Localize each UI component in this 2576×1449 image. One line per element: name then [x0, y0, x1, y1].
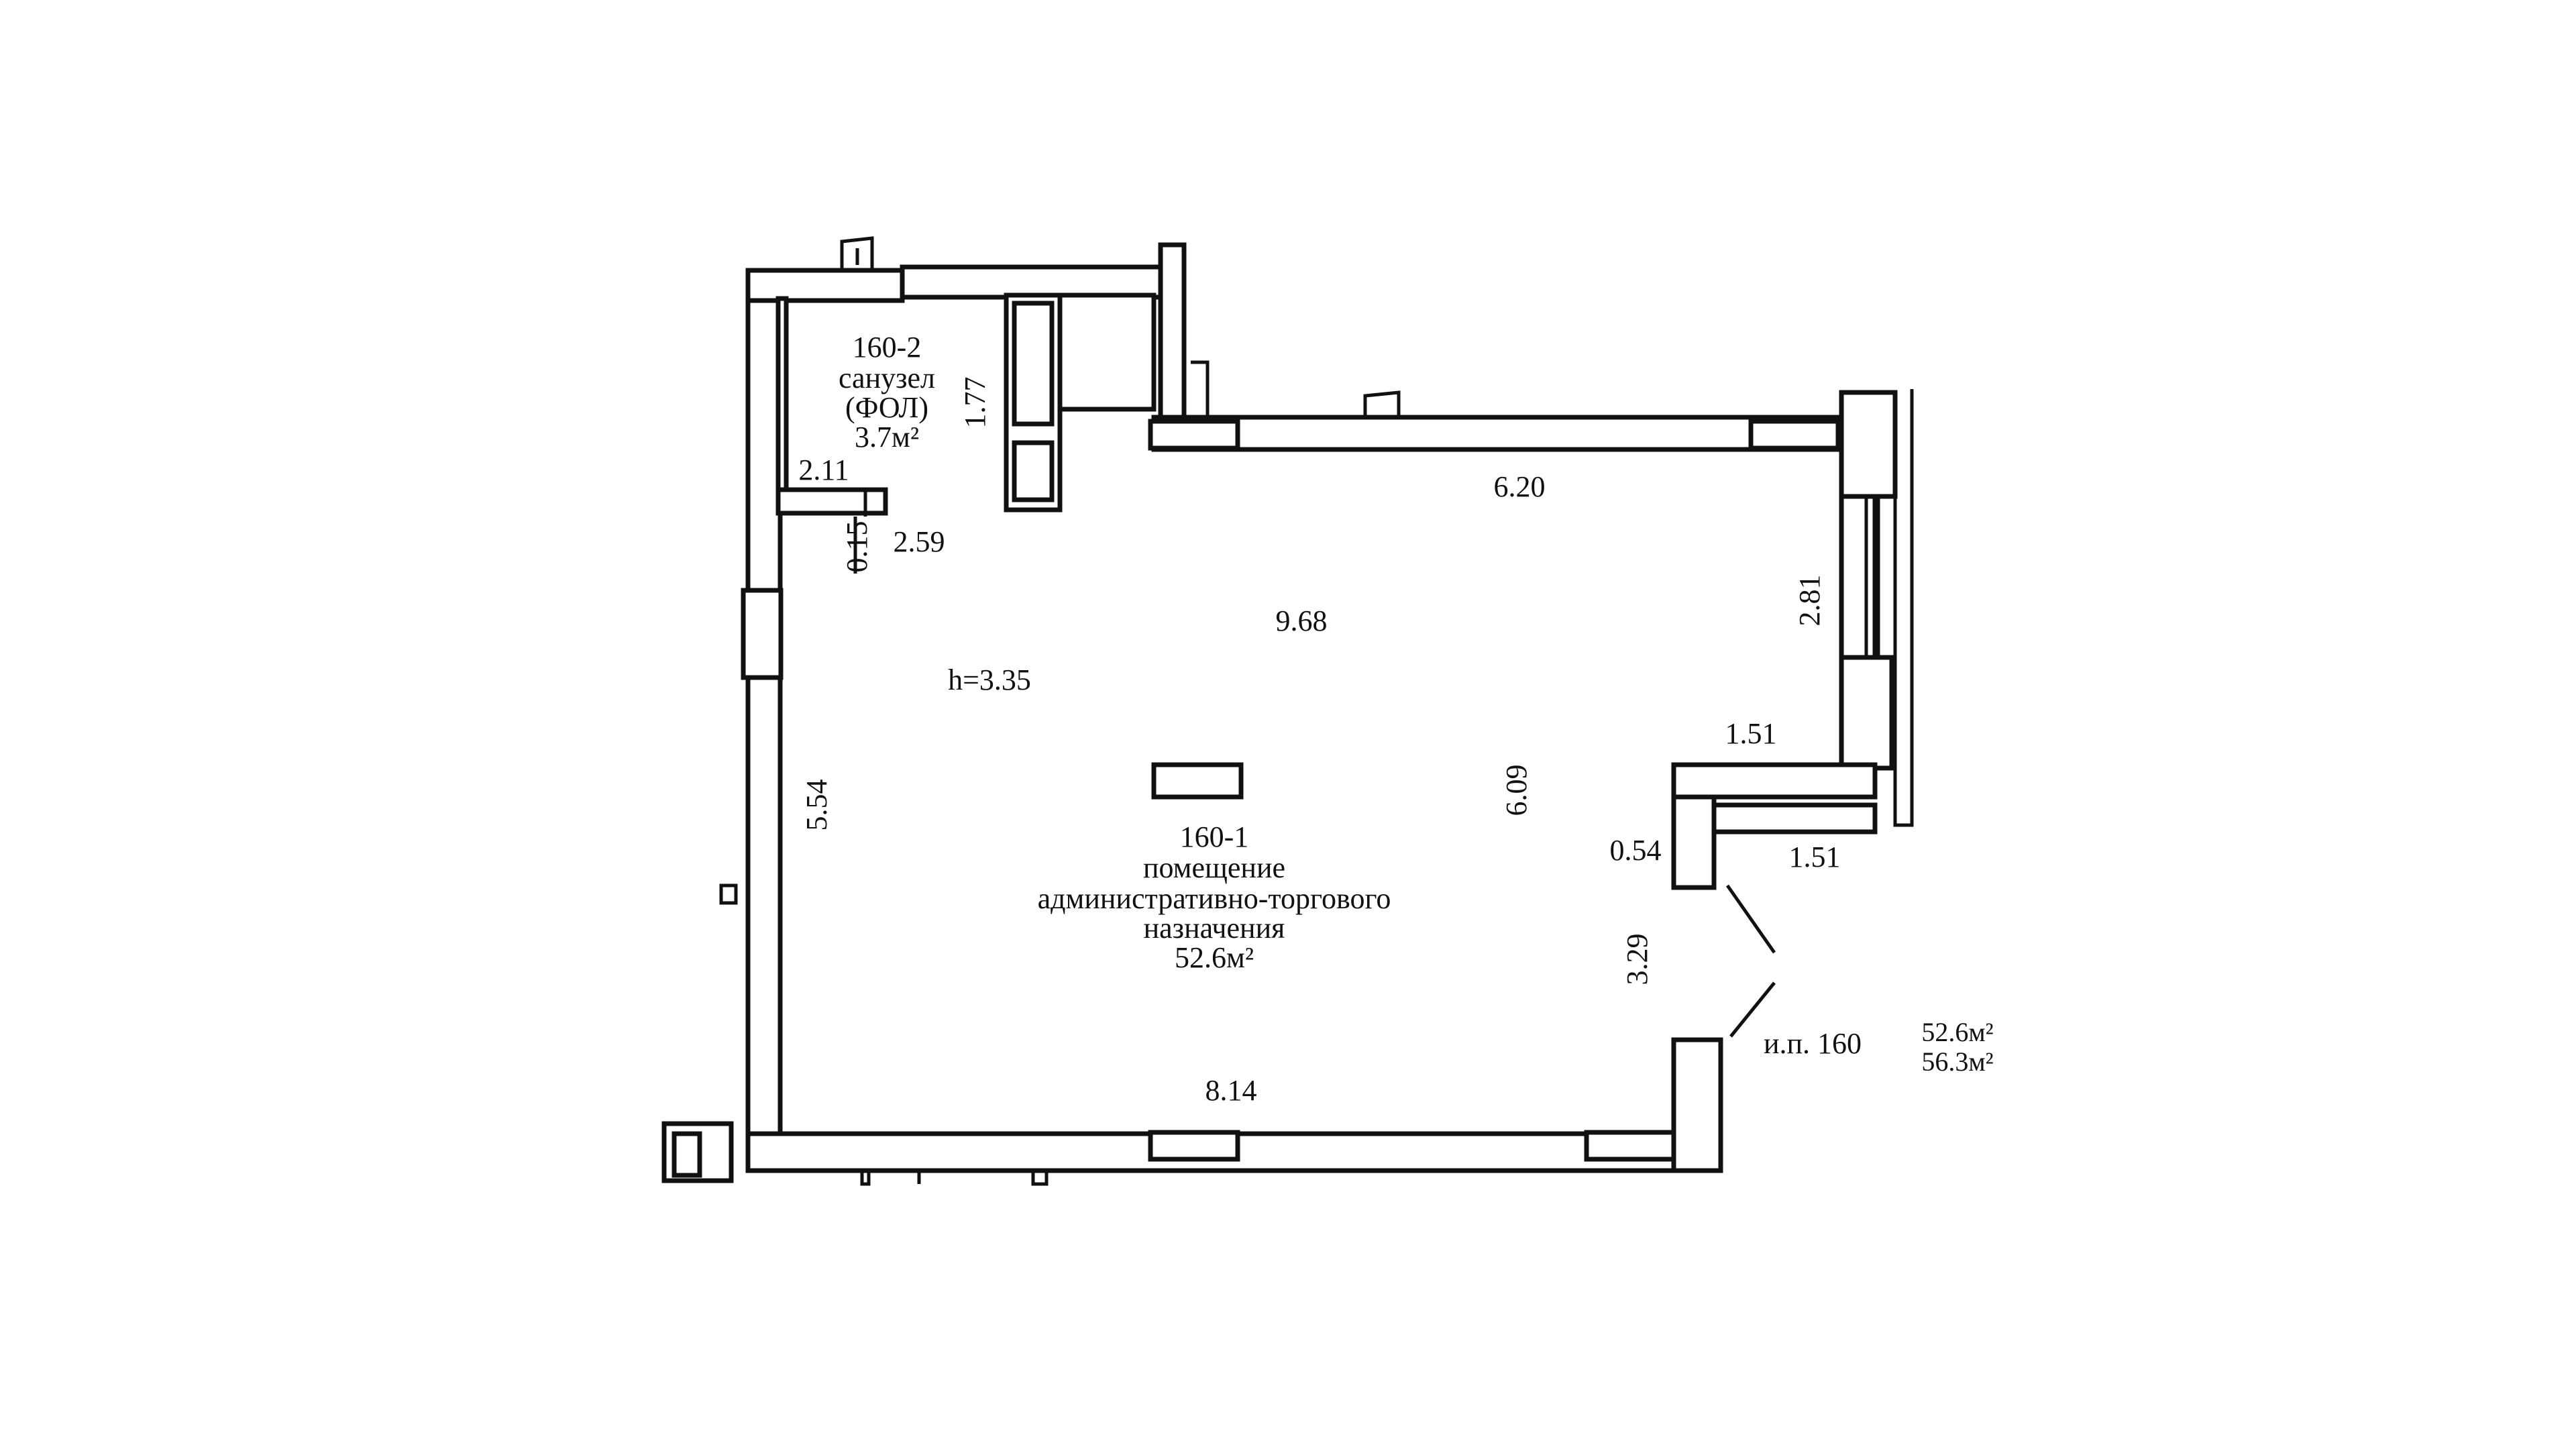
- room-160-2-area: 3.7м²: [855, 421, 919, 453]
- top-room-wall: [1151, 415, 1844, 452]
- step-wall-horizontal-2: [1711, 802, 1878, 835]
- dim-2-59: 2.59: [894, 525, 945, 558]
- stair-top-left: [840, 236, 874, 268]
- walls: [661, 242, 1898, 1183]
- ceiling-height: h=3.35: [948, 663, 1031, 696]
- dim-0-54: 0.54: [1610, 834, 1662, 867]
- room-160-2-note: (ФОЛ): [845, 391, 928, 424]
- room-160-1-area: 52.6м²: [1175, 941, 1254, 974]
- door-leaf-lower: [1729, 981, 1776, 1038]
- dim-2-81: 2.81: [1793, 575, 1826, 627]
- room-160-1-number: 160-1: [1180, 820, 1249, 853]
- service-shaft-inner-2: [1012, 440, 1055, 502]
- right-upper-wall: [1839, 390, 1898, 499]
- right-middle-wall: [1839, 655, 1894, 771]
- dim-9-68: 9.68: [1276, 604, 1328, 637]
- area-total: 56.3м²: [1921, 1046, 1993, 1077]
- pipe-top: [1191, 360, 1210, 416]
- left-wall-socket: [719, 883, 738, 905]
- top-corridor-wall: [900, 264, 1180, 300]
- dim-3-29: 3.29: [1621, 934, 1654, 985]
- dimension-labels: 1.77 2.11 0.15 2.59 6.20 9.68 2.81 1.51 …: [798, 377, 1840, 1108]
- step-wall-horizontal-1: [1671, 762, 1878, 800]
- ventilation-box: [1057, 292, 1157, 412]
- dim-2-11: 2.11: [798, 453, 849, 486]
- right-window-wall: [1839, 494, 1878, 660]
- detail-lines: [719, 236, 1914, 1186]
- room-160-1-name-line-3: назначения: [1144, 912, 1285, 945]
- service-shaft-inner-1: [1012, 301, 1055, 427]
- room-160-2-number: 160-2: [853, 331, 922, 364]
- door-leaf-upper: [1725, 884, 1776, 954]
- left-exterior-wall: [745, 279, 783, 1173]
- room-labels: 160-2 санузел (ФОЛ) 3.7м² 160-1 помещени…: [839, 331, 1391, 974]
- dim-5-54: 5.54: [800, 780, 833, 831]
- shaft-wall-vertical: [1158, 242, 1187, 422]
- dim-8-14: 8.14: [1205, 1074, 1257, 1107]
- hall-column: [1151, 762, 1244, 800]
- bottom-detail-3: [1031, 1171, 1049, 1186]
- dim-0-15: 0.15: [841, 521, 873, 573]
- dim-1-51-bottom: 1.51: [1789, 841, 1841, 873]
- right-lower-wall: [1671, 1037, 1723, 1173]
- dim-1-77: 1.77: [959, 377, 991, 429]
- right-exterior-outline: [1893, 389, 1914, 827]
- window-left: [741, 588, 784, 680]
- vent-top: [1363, 390, 1401, 416]
- windows: [741, 419, 1841, 1162]
- dim-6-09: 6.09: [1500, 765, 1533, 816]
- area-main: 52.6м²: [1921, 1017, 1993, 1047]
- room-160-1-name-line-1: помещение: [1143, 851, 1285, 884]
- unit-label: и.п. 160: [1764, 1027, 1862, 1060]
- step-wall-vertical: [1671, 794, 1717, 890]
- dim-1-51-top: 1.51: [1725, 717, 1777, 750]
- window-bottom-middle: [1148, 1130, 1240, 1162]
- area-summary: и.п. 160 52.6м² 56.3м²: [1764, 1017, 1994, 1077]
- corner-block-inner: [672, 1131, 702, 1178]
- window-bottom-right: [1584, 1130, 1676, 1162]
- window-top-left: [1148, 419, 1240, 451]
- bathroom-partition: [775, 487, 888, 516]
- room-160-1-name-line-2: административно-торгового: [1038, 882, 1391, 915]
- top-bathroom-wall: [745, 268, 905, 303]
- room-160-2-name: санузел: [839, 362, 935, 394]
- bottom-detail-1: [860, 1171, 871, 1186]
- window-top-right: [1748, 419, 1841, 451]
- dim-6-20: 6.20: [1494, 470, 1546, 503]
- bathroom-inner-line: [775, 296, 789, 492]
